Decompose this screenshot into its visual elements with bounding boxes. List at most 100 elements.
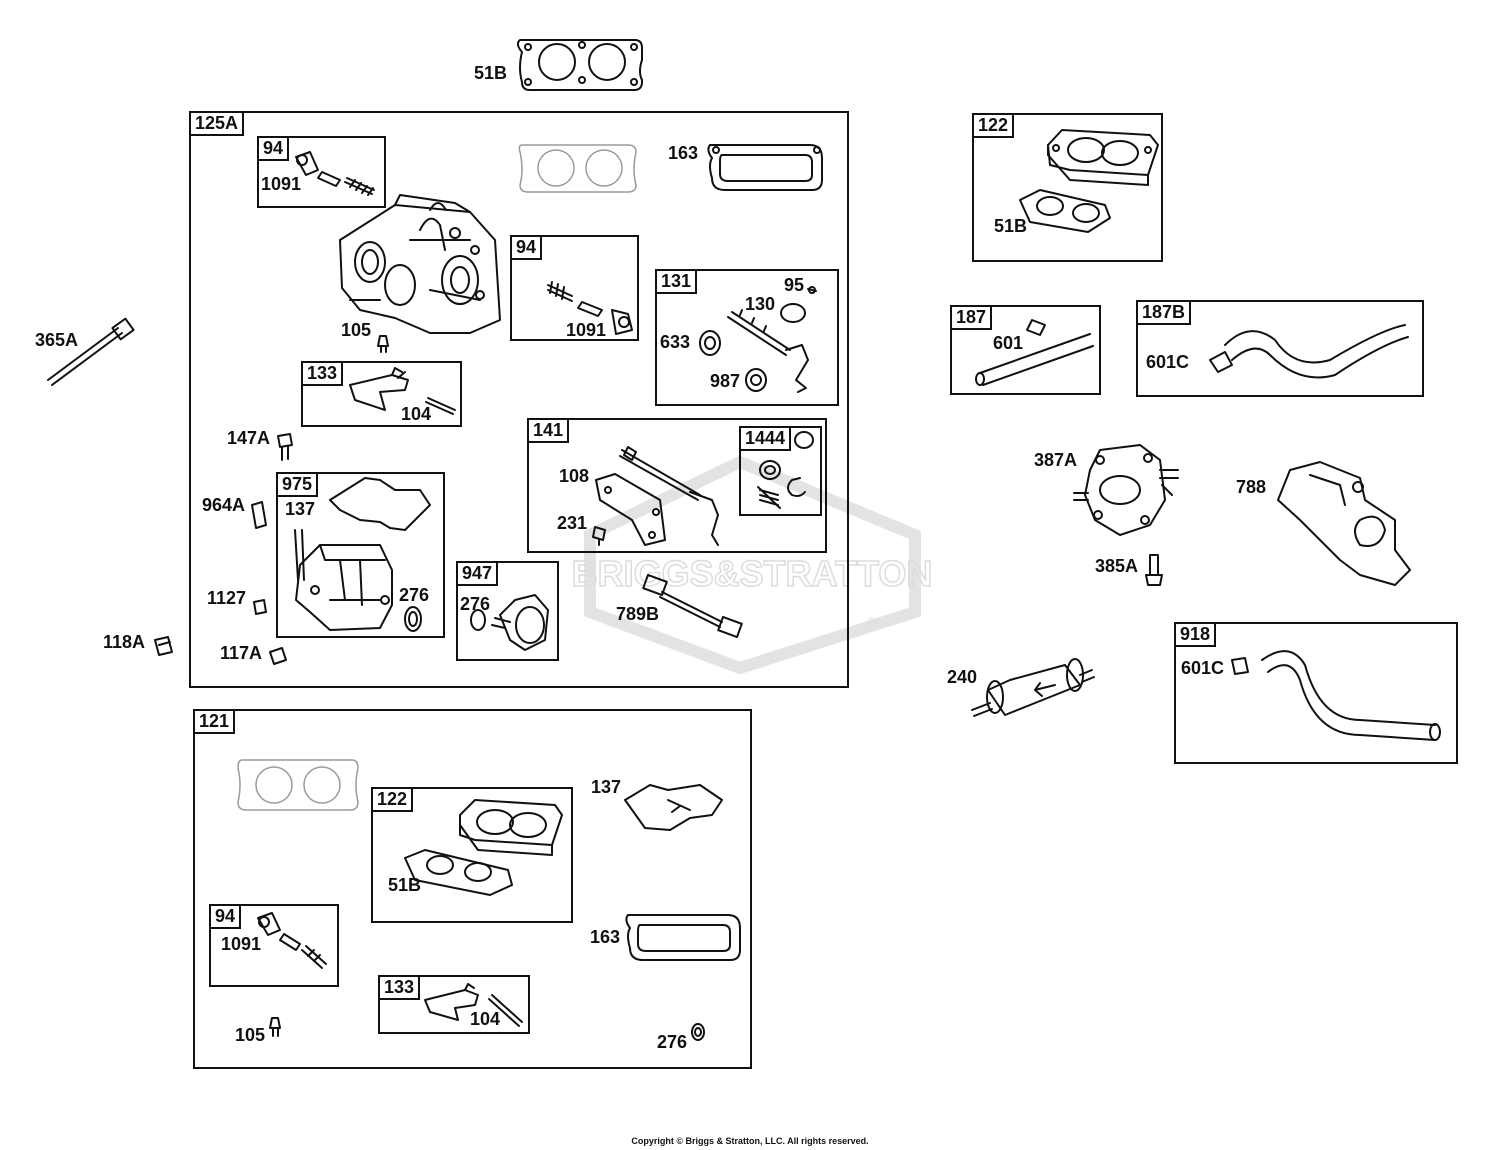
part-label-1091b: 1091	[566, 320, 607, 340]
gasket-51b-top	[516, 39, 643, 91]
bolt-365a	[47, 317, 135, 386]
group-label-133b: 133	[378, 975, 421, 1000]
part-label-51b-b: 51B	[388, 875, 422, 895]
carburetor-body	[339, 194, 501, 334]
part-label-105b: 105	[235, 1025, 266, 1045]
group-label-94a: 94	[257, 136, 290, 161]
wire-harness-789b	[642, 574, 743, 638]
part-label-137b: 137	[591, 777, 622, 797]
group-label-94c: 94	[209, 904, 242, 929]
part-label-104b: 104	[470, 1009, 501, 1029]
part-label-118a: 118A	[103, 632, 146, 652]
group-label-187b: 187B	[1136, 300, 1192, 325]
part-label-789b: 789B	[616, 604, 660, 624]
kit-1444-parts	[757, 431, 814, 509]
frame-133b	[378, 975, 530, 1034]
part-label-117a: 117A	[220, 643, 263, 663]
bracket-133b	[424, 983, 523, 1027]
part-label-1127: 1127	[207, 588, 247, 608]
frame-918	[1174, 622, 1458, 764]
part-label-147a: 147A	[227, 428, 271, 448]
part-label-276b: 276	[460, 594, 491, 614]
idle-screw-94a	[295, 151, 375, 196]
frame-187	[950, 305, 1101, 395]
small-fasteners	[154, 599, 422, 665]
fuel-hose-918	[1231, 650, 1441, 741]
bracket-788	[1277, 461, 1411, 586]
throttle-shaft-parts	[699, 286, 817, 393]
part-label-276a: 276	[399, 585, 430, 605]
part-label-601c-b: 601C	[1181, 658, 1225, 678]
frame-94c	[209, 904, 339, 987]
part-label-987: 987	[710, 371, 741, 391]
group-label-1444: 1444	[739, 426, 792, 451]
float-bowl-975	[294, 477, 431, 631]
frame-122a	[972, 113, 1163, 262]
part-label-108: 108	[559, 466, 590, 486]
gasket-163b	[625, 914, 741, 961]
fuel-line-187	[975, 319, 1094, 386]
gasket-137b	[624, 784, 723, 831]
frame-121	[193, 709, 752, 1069]
frame-975	[276, 472, 445, 638]
gasket-163a	[707, 144, 823, 191]
group-label-975: 975	[276, 472, 319, 497]
group-label-122a: 122	[972, 113, 1015, 138]
part-label-51b-top: 51B	[474, 63, 508, 83]
frame-187b	[1136, 300, 1424, 397]
part-label-105a: 105	[341, 320, 372, 340]
bracket-133a	[349, 367, 456, 415]
fuel-hose-187b	[1209, 324, 1409, 379]
fuel-pump-387a	[1073, 444, 1179, 536]
frame-122b	[371, 787, 573, 923]
part-label-387a: 387A	[1034, 450, 1078, 470]
group-label-125a: 125A	[189, 111, 245, 136]
gasket-set-122b	[404, 799, 563, 896]
part-label-104a: 104	[401, 404, 432, 424]
plug-964a	[251, 501, 267, 529]
group-label-141: 141	[527, 418, 570, 443]
part-label-240: 240	[947, 667, 978, 687]
frame-131	[655, 269, 839, 406]
group-label-131: 131	[655, 269, 698, 294]
idle-screw-94b	[547, 281, 633, 335]
group-label-187: 187	[950, 305, 993, 330]
gasket-light-125a	[518, 144, 637, 193]
part-label-163a: 163	[668, 143, 699, 163]
frame-94b	[510, 235, 639, 341]
part-label-601: 601	[993, 333, 1024, 353]
part-label-163b: 163	[590, 927, 621, 947]
group-label-121: 121	[193, 709, 236, 734]
group-label-133a: 133	[301, 361, 344, 386]
frame-141	[527, 418, 827, 553]
part-label-365a: 365A	[35, 330, 79, 350]
group-label-918: 918	[1174, 622, 1217, 647]
part-label-276c: 276	[657, 1032, 688, 1052]
fitting-147a	[277, 433, 293, 461]
part-label-130: 130	[745, 294, 776, 314]
frame-94a	[257, 136, 386, 208]
solenoid-947	[470, 594, 549, 651]
screw-385a	[1145, 554, 1163, 586]
part-label-385a: 385A	[1095, 556, 1139, 576]
idle-screw-94c	[257, 912, 327, 969]
copyright-notice: Copyright © Briggs & Stratton, LLC. All …	[631, 1136, 869, 1146]
frame-133a	[301, 361, 462, 427]
part-label-964a: 964A	[202, 495, 246, 515]
part-label-51b-a: 51B	[994, 216, 1028, 236]
choke-shaft-parts	[592, 446, 719, 546]
fuel-filter-240	[971, 658, 1095, 717]
gasket-light-121	[237, 759, 359, 811]
group-label-122b: 122	[371, 787, 414, 812]
part-label-231: 231	[557, 513, 588, 533]
jet-105b-and-oring	[269, 1017, 705, 1041]
svg-text:BRIGGS&STRATTON: BRIGGS&STRATTON	[572, 553, 933, 594]
part-label-788: 788	[1236, 477, 1267, 497]
part-label-95: 95	[784, 275, 805, 295]
group-label-94b: 94	[510, 235, 543, 260]
frame-125a	[189, 111, 849, 688]
svg-text:®: ®	[868, 615, 877, 629]
part-label-137a: 137	[285, 499, 316, 519]
